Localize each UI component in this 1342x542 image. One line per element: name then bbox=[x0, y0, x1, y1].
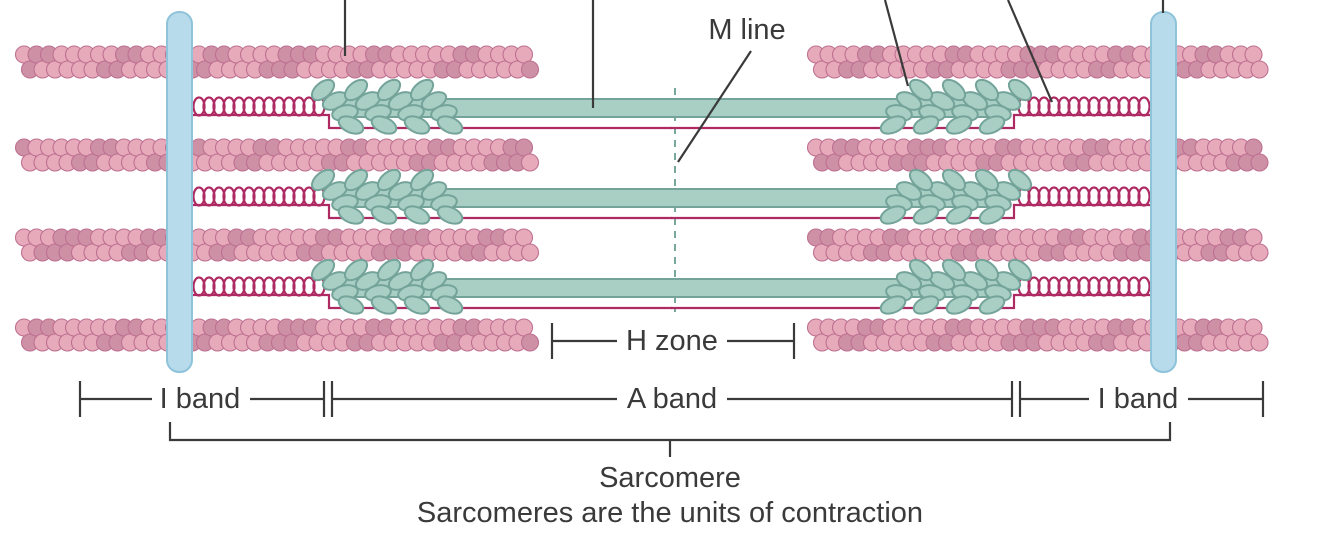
myosin-head bbox=[436, 205, 464, 225]
z-disc-left bbox=[166, 11, 193, 373]
myosin-head bbox=[912, 295, 940, 315]
myosin-head bbox=[370, 295, 398, 315]
myosin-head bbox=[436, 295, 464, 315]
myosin-head bbox=[337, 295, 365, 315]
myosin-head bbox=[370, 115, 398, 135]
titin-right bbox=[671, 96, 1151, 130]
i-band-left-label: I band bbox=[160, 383, 241, 415]
h-zone-bracket bbox=[550, 323, 796, 359]
titin-left bbox=[192, 276, 672, 310]
sarcomere-bracket bbox=[168, 422, 1172, 457]
titin-leader-line bbox=[1006, 0, 1054, 103]
myosin-heads-right bbox=[879, 168, 1033, 225]
myosin-head bbox=[337, 115, 365, 135]
actin-filament-segment bbox=[806, 318, 1269, 352]
i-band-right-label: I band bbox=[1098, 383, 1179, 415]
myosin-head bbox=[337, 205, 365, 225]
actin-filament-segment bbox=[14, 45, 540, 79]
actin-filament-segment bbox=[806, 138, 1269, 172]
z-disc-right bbox=[1150, 11, 1177, 373]
sarcomere-caption: Sarcomeres are the units of contraction bbox=[417, 497, 923, 529]
myosin-filament-row bbox=[192, 78, 1151, 135]
m-line-label: M line bbox=[708, 14, 785, 46]
myosin-head bbox=[978, 295, 1006, 315]
titin-right bbox=[671, 276, 1151, 310]
myosin-filament-row bbox=[192, 168, 1151, 225]
leader-lines bbox=[343, 0, 1165, 108]
myosin-head bbox=[403, 205, 431, 225]
myosin-head bbox=[945, 205, 973, 225]
actin-filament-segment bbox=[14, 318, 540, 352]
myosin-heads-leader-line bbox=[883, 0, 910, 87]
myosin-head bbox=[912, 115, 940, 135]
myosin-head bbox=[879, 115, 907, 135]
myosin-head bbox=[403, 295, 431, 315]
actin-filament-segment bbox=[806, 228, 1269, 262]
myosin-heads-right bbox=[879, 78, 1033, 135]
band-ruler bbox=[78, 381, 1265, 417]
myosin-heads-left bbox=[310, 78, 464, 135]
myosin-head bbox=[945, 115, 973, 135]
myosin-head bbox=[978, 115, 1006, 135]
actin-filament-segment bbox=[14, 228, 540, 262]
myosin-heads-left bbox=[310, 258, 464, 315]
titin-right bbox=[671, 186, 1151, 220]
myosin-heads-right bbox=[879, 258, 1033, 315]
h-zone-label: H zone bbox=[626, 325, 718, 357]
myosin-head bbox=[879, 295, 907, 315]
actin-filament-segment bbox=[14, 138, 540, 172]
myosin-head bbox=[436, 115, 464, 135]
a-band-label: A band bbox=[627, 383, 717, 415]
myosin-head bbox=[403, 115, 431, 135]
myosin-head bbox=[912, 205, 940, 225]
myosin-filament-row bbox=[192, 258, 1151, 315]
m-line-leader bbox=[677, 50, 752, 163]
sarcomere-label: Sarcomere bbox=[599, 462, 741, 494]
filament-layers bbox=[14, 11, 1269, 373]
myosin-head bbox=[945, 295, 973, 315]
myosin-head bbox=[370, 205, 398, 225]
actin-filament-segment bbox=[806, 45, 1269, 79]
m-line-annotation: M line bbox=[677, 14, 786, 163]
myosin-head bbox=[879, 205, 907, 225]
titin-left bbox=[192, 186, 672, 220]
myosin-head bbox=[978, 205, 1006, 225]
myosin-heads-left bbox=[310, 168, 464, 225]
